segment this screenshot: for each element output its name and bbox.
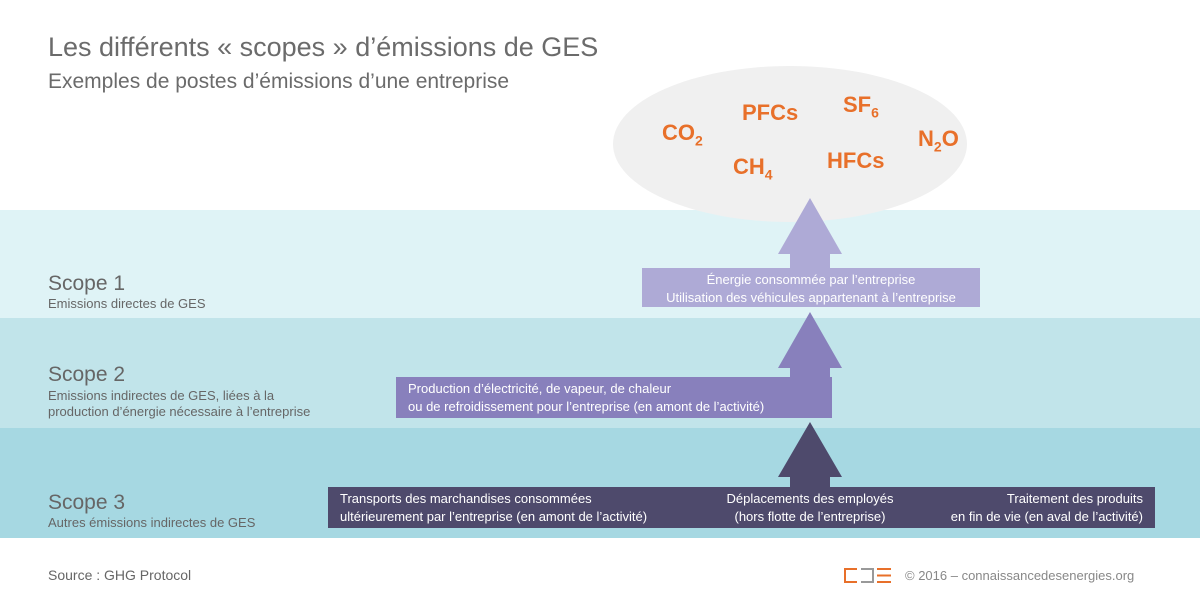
scope1-arrow [778,198,842,270]
scope3-description: Autres émissions indirectes de GES [48,515,256,530]
scope2-label: Scope 2 [48,363,126,386]
gas-pfcs: PFCs [742,100,799,125]
page-title: Les différents « scopes » d’émissions de… [48,32,599,62]
scope3-arrow [778,422,842,490]
scope2-box: Production d’électricité, de vapeur, de … [396,377,832,418]
scope2-line: Production d’électricité, de vapeur, de … [408,381,672,396]
gas-cloud [613,66,967,222]
scope3-item-travel: Déplacements des employés(hors flotte de… [726,491,894,524]
gas-n2o: N2O [918,126,959,155]
scope1-band [0,210,1200,318]
gas-ch4: CH4 [733,154,773,183]
gas-hfcs: HFCs [827,148,885,173]
cde-logo [844,568,891,583]
scope2-description-2: production d’énergie nécessaire à l’entr… [48,404,311,419]
scope1-label: Scope 1 [48,272,126,295]
scope2-arrow [778,312,842,380]
scope1-line: Énergie consommée par l’entreprise [706,272,916,287]
scope1-description: Emissions directes de GES [48,296,206,311]
copyright: © 2016 – connaissancedesenergies.org [905,568,1135,583]
gas-sf6: SF6 [843,92,879,121]
scope3-label: Scope 3 [48,491,126,514]
scope1-box: Énergie consommée par l’entreprise Utili… [642,268,980,307]
scope1-line: Utilisation des véhicules appartenant à … [666,290,956,305]
scope2-line: ou de refroidissement pour l’entreprise … [408,399,765,414]
source-note: Source : GHG Protocol [48,567,192,583]
gas-co2: CO2 [662,120,703,149]
scope2-description-1: Emissions indirectes de GES, liées à la [48,388,275,403]
page-subtitle: Exemples de postes d’émissions d’une ent… [48,70,510,93]
